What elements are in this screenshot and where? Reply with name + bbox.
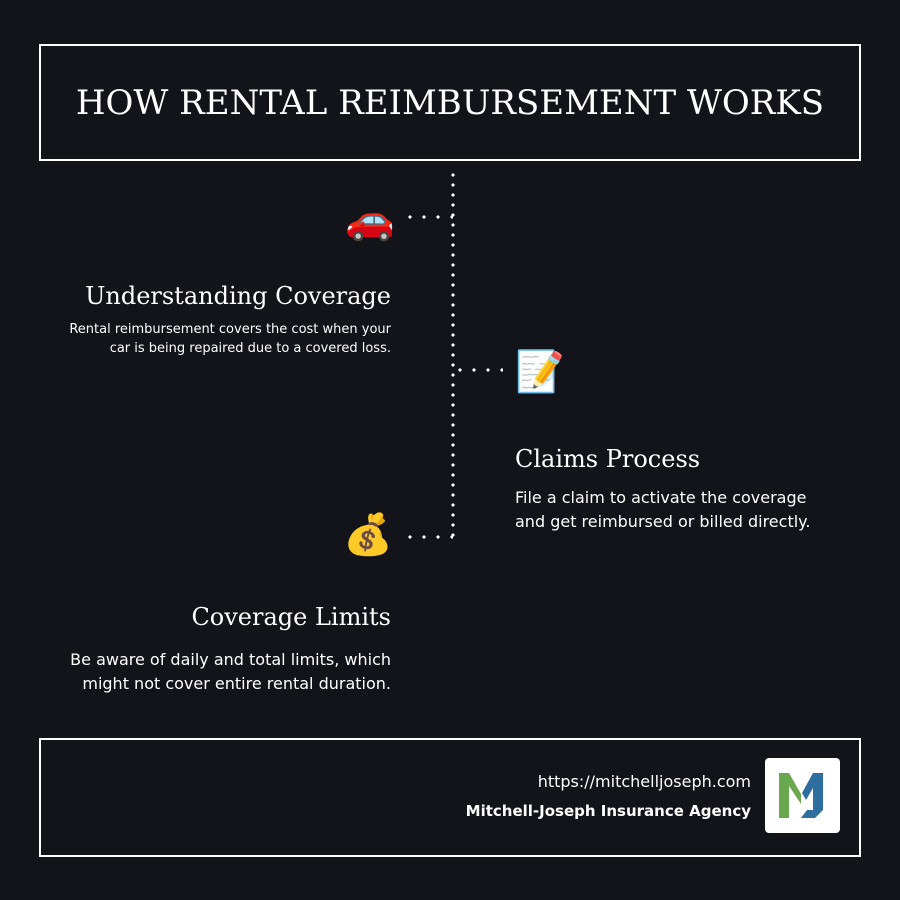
mj-logo-icon bbox=[779, 773, 823, 818]
timeline-connector bbox=[451, 170, 455, 540]
connector-dots-coverage bbox=[403, 215, 453, 219]
footer-banner: https://mitchelljoseph.com Mitchell-Jose… bbox=[39, 738, 861, 857]
car-icon: 🚗 bbox=[345, 197, 395, 243]
section-body-coverage-limits: Be aware of daily and total limits, whic… bbox=[70, 650, 391, 693]
section-body-understanding-coverage: Rental reimbursement covers the cost whe… bbox=[69, 322, 391, 356]
agency-logo bbox=[765, 758, 840, 833]
memo-pencil-icon: 📝 bbox=[515, 349, 565, 395]
title-banner: HOW RENTAL REIMBURSEMENT WORKS bbox=[39, 44, 861, 161]
agency-name: Mitchell-Joseph Insurance Agency bbox=[465, 802, 751, 820]
connector-dots-limits bbox=[403, 535, 453, 539]
money-bag-icon: 💰 bbox=[343, 512, 393, 558]
section-title-coverage-limits: Coverage Limits bbox=[191, 603, 391, 631]
section-title-claims-process: Claims Process bbox=[515, 445, 701, 473]
website-link[interactable]: https://mitchelljoseph.com bbox=[537, 772, 751, 791]
connector-dots-claims bbox=[453, 368, 503, 372]
page-title: HOW RENTAL REIMBURSEMENT WORKS bbox=[75, 82, 825, 123]
section-body-claims-process: File a claim to activate the coverage an… bbox=[515, 488, 811, 531]
section-title-understanding-coverage: Understanding Coverage bbox=[85, 282, 391, 310]
